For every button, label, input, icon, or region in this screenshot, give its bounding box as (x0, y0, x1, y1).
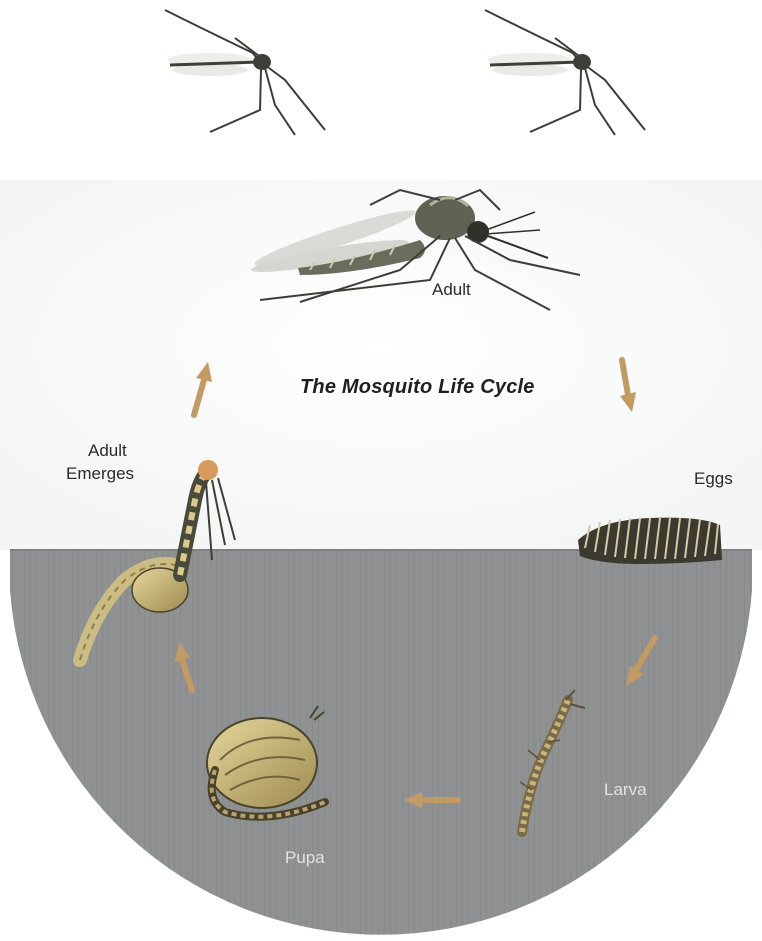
stage-label-eggs: Eggs (694, 469, 733, 489)
stage-label-pupa: Pupa (285, 848, 325, 868)
diagram-title: The Mosquito Life Cycle (300, 376, 535, 399)
stage-label-adult-emerges-line2: Emerges (66, 464, 134, 484)
water-area (10, 550, 752, 935)
stage-label-larva: Larva (604, 780, 647, 800)
diagram-background (0, 180, 762, 550)
mosquito-icon (485, 10, 645, 135)
mosquito-icon (165, 10, 325, 135)
egg-raft-illustration (578, 518, 722, 564)
stage-label-adult: Adult (432, 280, 471, 300)
stage-label-adult-emerges-line1: Adult (88, 441, 127, 461)
